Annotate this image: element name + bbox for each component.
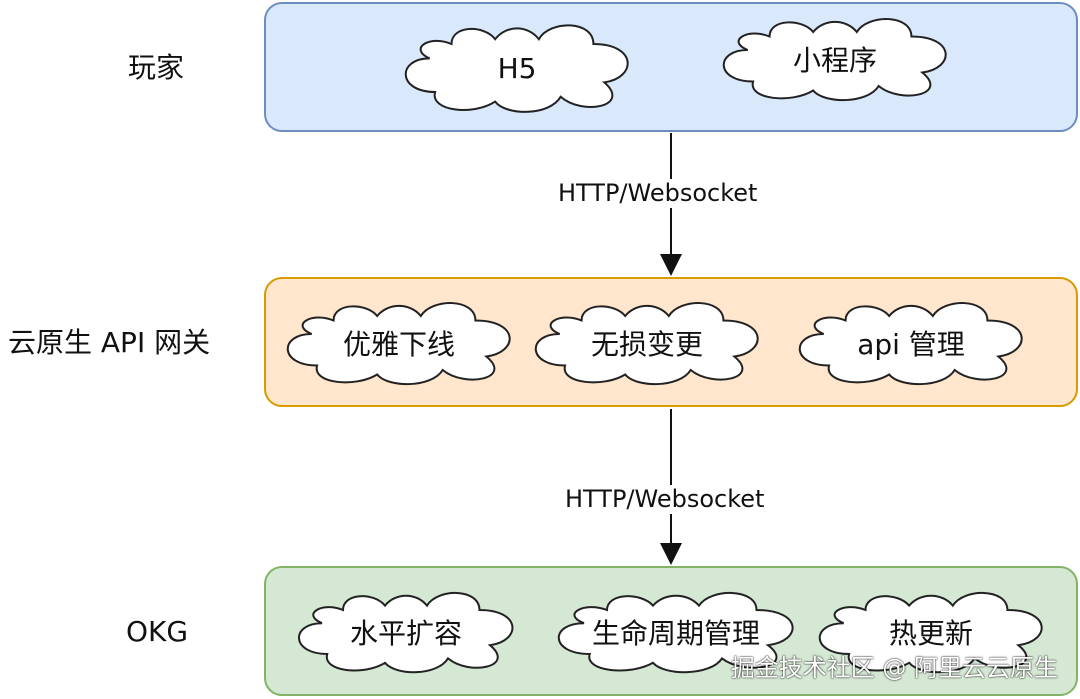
cloud-label: 优雅下线 <box>342 328 455 361</box>
layer-label-okg: OKG <box>126 615 189 648</box>
cloud-label: 热更新 <box>888 617 973 650</box>
cloud-okg-lifecycle-management: 生命周期管理 <box>538 588 814 676</box>
cloud-label: api 管理 <box>857 328 965 361</box>
arrowhead-gateway-okg <box>660 543 682 565</box>
cloud-label: 水平扩容 <box>349 617 462 650</box>
cloud-label: 生命周期管理 <box>591 617 760 650</box>
player-layer-box <box>264 2 1078 132</box>
layer-label-gateway: 云原生 API 网关 <box>8 326 211 359</box>
watermark-text: 掘金技术社区 @ 阿里云云原生 <box>730 654 1058 682</box>
cloud-gateway-graceful-offline: 优雅下线 <box>268 298 530 388</box>
cloud-shape <box>516 298 778 388</box>
layer-label-player: 玩家 <box>128 51 185 84</box>
cloud-label: 小程序 <box>792 44 877 77</box>
arrowhead-player-gateway <box>660 254 682 276</box>
cloud-player-miniprogram: 小程序 <box>704 14 966 104</box>
cloud-shape <box>280 588 532 676</box>
cloud-shape <box>704 14 966 104</box>
cloud-player-h5: H5 <box>386 20 648 116</box>
cloud-gateway-api-management: api 管理 <box>780 298 1042 388</box>
cloud-shape <box>780 298 1042 388</box>
edge-label-player-gateway: HTTP/Websocket <box>556 179 760 208</box>
cloud-shape <box>800 588 1062 676</box>
cloud-label: H5 <box>497 51 537 85</box>
cloud-shape <box>538 588 814 676</box>
cloud-shape <box>268 298 530 388</box>
cloud-okg-horizontal-scaling: 水平扩容 <box>280 588 532 676</box>
cloud-gateway-lossless-change: 无损变更 <box>516 298 778 388</box>
edge-label-gateway-okg: HTTP/Websocket <box>563 485 767 514</box>
cloud-okg-hot-update: 热更新 <box>800 588 1062 676</box>
cloud-label: 无损变更 <box>590 328 703 361</box>
cloud-shape <box>386 20 648 116</box>
